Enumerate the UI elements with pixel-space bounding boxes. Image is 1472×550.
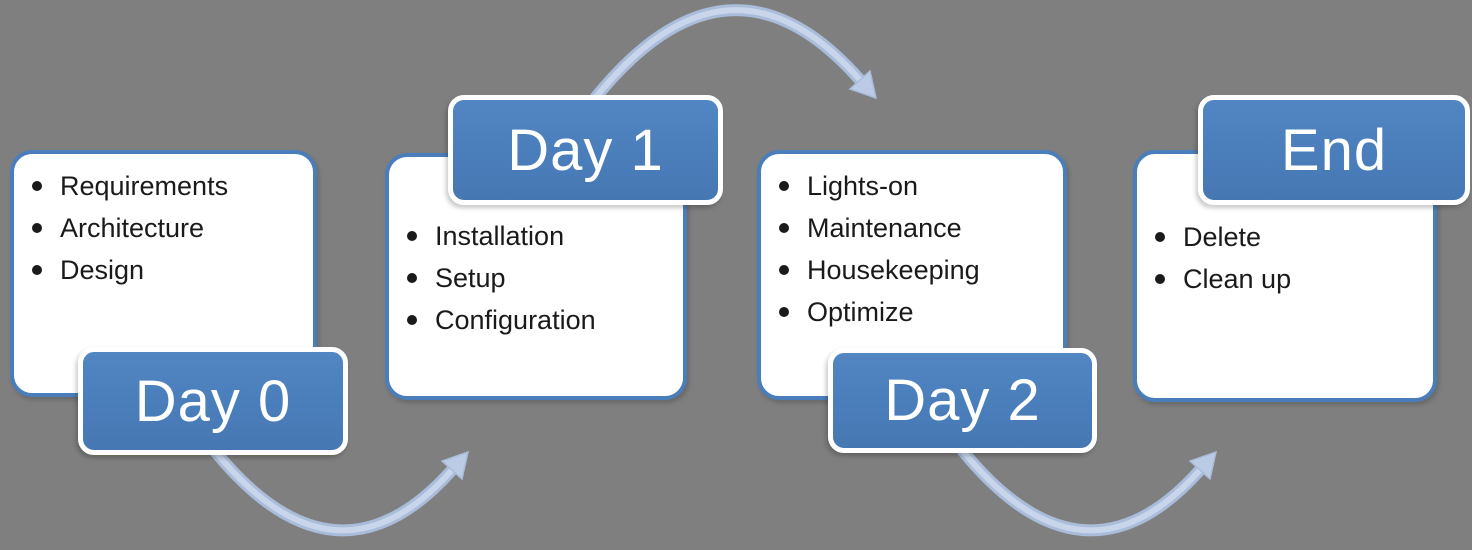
- stage-day2-bullet-list: Lights-on Maintenance Housekeeping Optim…: [761, 154, 1063, 333]
- bullet-item: Lights-on: [773, 165, 1055, 207]
- bullet-item: Optimize: [773, 291, 1055, 333]
- stage-label-day2: Day 2: [828, 348, 1097, 453]
- bullet-item: Design: [26, 249, 305, 291]
- stage-label-end: End: [1198, 95, 1470, 205]
- arrow-day0-to-day1-icon: [209, 446, 470, 537]
- stage-day0-bullet-list: Requirements Architecture Design: [14, 154, 313, 291]
- stage-day1-bullet-list: Installation Setup Configuration: [389, 157, 683, 341]
- stage-end-bullet-list: Delete Clean up: [1137, 154, 1433, 300]
- stage-label-day1: Day 1: [448, 95, 723, 205]
- bullet-item: Configuration: [401, 299, 675, 341]
- bullet-item: Setup: [401, 257, 675, 299]
- arrow-day2-to-end-icon: [957, 446, 1218, 537]
- bullet-item: Maintenance: [773, 207, 1055, 249]
- bullet-item: Housekeeping: [773, 249, 1055, 291]
- arrow-day1-to-day2-icon: [587, 4, 878, 106]
- bullet-item: Architecture: [26, 207, 305, 249]
- bullet-item: Requirements: [26, 165, 305, 207]
- bullet-item: Clean up: [1149, 258, 1425, 300]
- bullet-item: Installation: [401, 215, 675, 257]
- stage-label-day0: Day 0: [78, 347, 348, 455]
- bullet-item: Delete: [1149, 216, 1425, 258]
